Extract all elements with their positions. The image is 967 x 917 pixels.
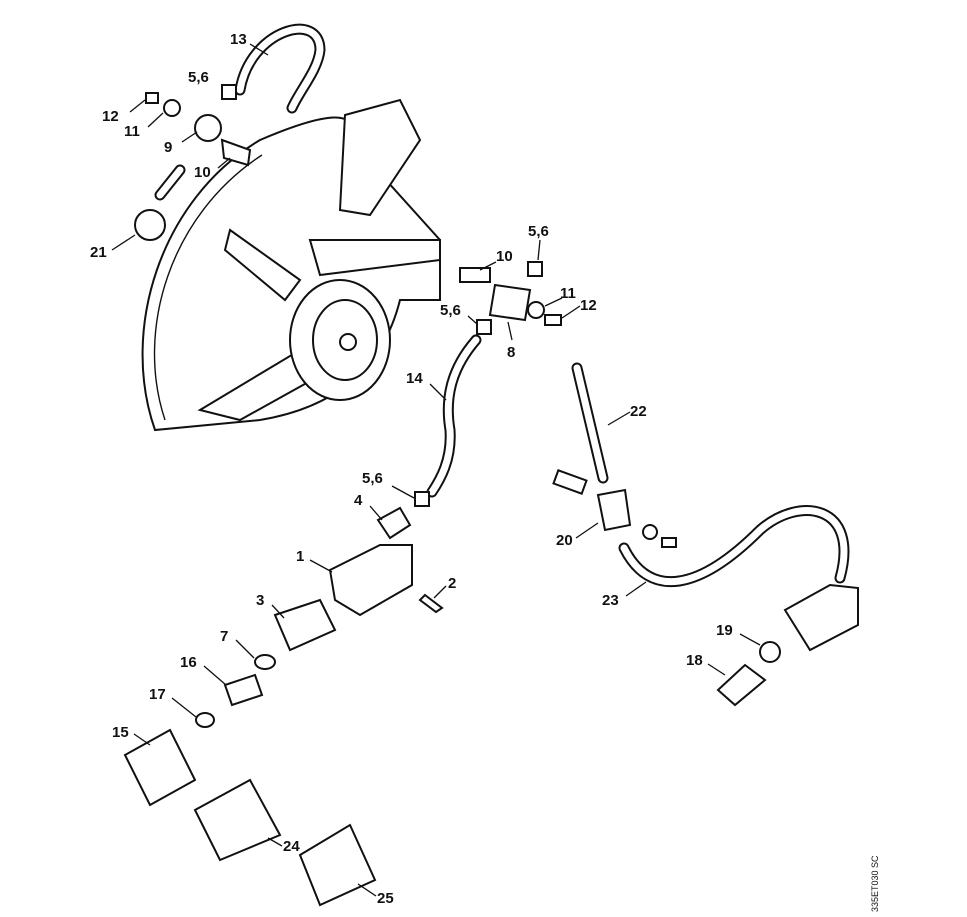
- nut-5-6c: [414, 491, 430, 507]
- callout-2: 2: [448, 575, 456, 592]
- coupling-25: [298, 823, 377, 907]
- callout-11: 11: [124, 123, 140, 140]
- hose-22: [571, 362, 609, 484]
- screw: [145, 92, 159, 104]
- callout-labels: 13 5,6 12 11 9 10 21 10 5,6 11 12 5,6 8 …: [90, 31, 880, 912]
- callout-9: 9: [164, 139, 172, 156]
- callout-18: 18: [686, 652, 703, 669]
- callout-4: 4: [354, 492, 363, 509]
- callout-8: 8: [507, 344, 515, 361]
- nut-4: [376, 506, 412, 540]
- callout-13: 13: [230, 31, 247, 48]
- callout-12: 12: [102, 108, 119, 125]
- callout-7: 7: [220, 628, 228, 645]
- callout-5-6: 5,6: [188, 69, 209, 86]
- o-ring-7: [254, 654, 276, 670]
- bracket: [783, 583, 859, 652]
- coupling-24: [193, 778, 282, 862]
- callout-3: 3: [256, 592, 264, 609]
- callout-5-6: 5,6: [528, 223, 549, 240]
- bracket-1: [328, 544, 413, 617]
- hose-piece: [156, 166, 184, 199]
- hose-13: [234, 23, 326, 114]
- callout-19: 19: [716, 622, 733, 639]
- screw: [661, 537, 677, 548]
- bolt-10b: [459, 267, 491, 283]
- callout-25: 25: [377, 890, 394, 907]
- callout-15: 15: [112, 724, 129, 741]
- callout-11: 11: [560, 285, 576, 302]
- fitting-18: [716, 663, 767, 707]
- wheel-guard: [141, 98, 441, 432]
- screw-2: [418, 593, 444, 614]
- bolt: [552, 469, 588, 495]
- hose-14: [426, 334, 482, 498]
- nut-5-6: [527, 261, 543, 277]
- callout-21: 21: [90, 244, 107, 261]
- nipple-16: [223, 673, 264, 707]
- nut-5-6b: [476, 319, 492, 335]
- o-ring-17: [195, 712, 215, 728]
- valve-20: [596, 488, 632, 532]
- nozzle-21: [134, 209, 166, 241]
- callout-12: 12: [580, 297, 597, 314]
- drawing-code: 335ET030 SC: [870, 855, 880, 912]
- valve-3: [273, 598, 337, 652]
- guard-handle: [338, 98, 422, 217]
- callout-1: 1: [296, 548, 304, 565]
- washer: [642, 524, 658, 540]
- washer: [163, 99, 181, 117]
- leader-lines: [111, 43, 761, 897]
- callout-10: 10: [496, 248, 513, 265]
- callout-23: 23: [602, 592, 619, 609]
- callout-17: 17: [149, 686, 166, 703]
- callout-22: 22: [630, 403, 647, 420]
- screw-12: [544, 314, 562, 326]
- callout-14: 14: [406, 370, 423, 387]
- callout-5-6: 5,6: [362, 470, 383, 487]
- nut: [221, 84, 237, 100]
- fitting-9: [194, 114, 222, 142]
- callout-20: 20: [556, 532, 573, 549]
- callout-24: 24: [283, 838, 300, 855]
- coupling-15: [123, 728, 197, 807]
- nut-19: [759, 641, 781, 663]
- washer-11: [527, 301, 545, 319]
- callout-5-6: 5,6: [440, 302, 461, 319]
- hose-23: [618, 505, 850, 588]
- distributor-8: [488, 283, 532, 322]
- callout-16: 16: [180, 654, 197, 671]
- callout-10: 10: [194, 164, 211, 181]
